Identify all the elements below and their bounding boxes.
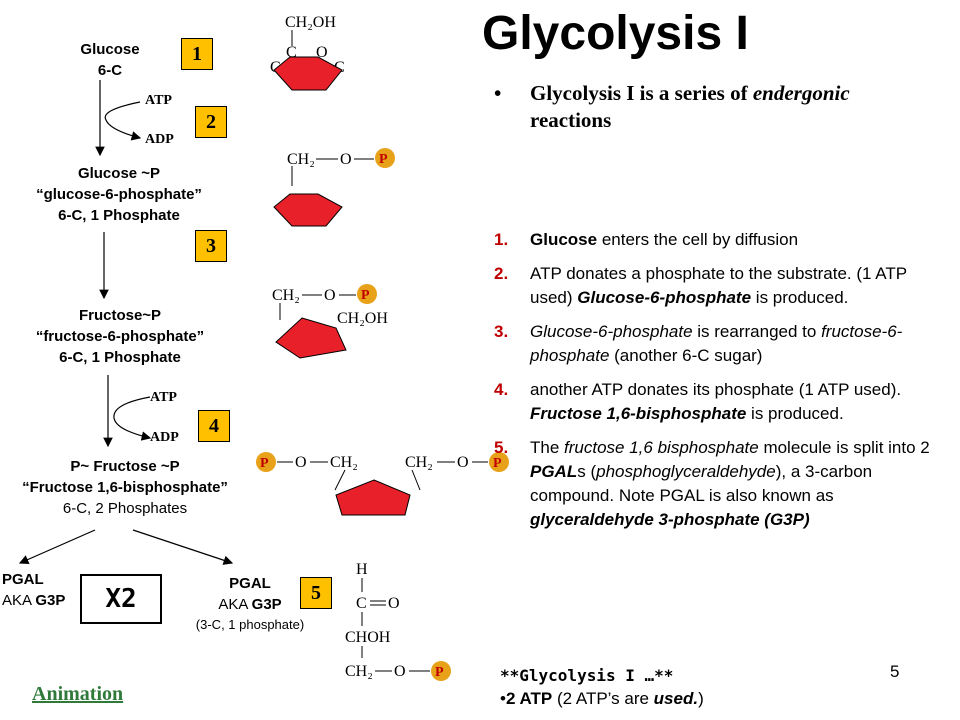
atp-adp-curve-2 — [113, 396, 152, 441]
svg-text:O: O — [324, 287, 336, 304]
list-item-text: The fructose 1,6 bisphosphate molecule i… — [530, 438, 930, 529]
list-item-number: 5. — [494, 438, 509, 457]
pgal-right-desc: (3-C, 1 phosphate) — [195, 617, 305, 632]
f16bp-desc: 6-C, 2 Phosphates — [62, 500, 188, 517]
step-4-badge: 4 — [198, 410, 230, 442]
svg-text:O: O — [457, 454, 469, 471]
x2-box: X2 — [80, 574, 162, 624]
pgal-right-aka: AKA — [218, 596, 252, 613]
svg-text:CH₂: CH₂ — [345, 663, 373, 680]
list-item-text: another ATP donates its phosphate (1 ATP… — [530, 380, 902, 423]
pgal-molecule: H C O CHOH CH₂ O P — [345, 561, 451, 681]
intro-emph: endergonic — [752, 81, 850, 105]
step-2-badge: 2 — [195, 106, 227, 138]
adp-label-2: ADP — [150, 430, 179, 445]
svg-text:P: P — [379, 152, 388, 167]
f16bp-name: P~ Fructose ~P — [70, 458, 180, 475]
glucose-name: Glucose — [80, 41, 140, 58]
svg-text:O: O — [388, 595, 400, 612]
g6p-molecule: CH₂ O P — [273, 148, 395, 227]
svg-text:CH₂: CH₂ — [287, 151, 315, 168]
svg-text:C: C — [270, 59, 281, 76]
svg-text:P: P — [361, 288, 370, 303]
intro-prefix: Glycolysis I is a series of — [530, 81, 753, 105]
svg-text:C: C — [286, 44, 297, 61]
svg-text:O: O — [295, 454, 307, 471]
g6p-quote: “glucose-6-phosphate” — [36, 186, 202, 203]
atp-adp-curve-1 — [104, 101, 142, 141]
svg-text:CH₂: CH₂ — [330, 454, 358, 471]
list-item-text: Glucose enters the cell by diffusion — [530, 230, 799, 249]
pgal-left-g3p: G3P — [35, 592, 66, 609]
step-3-badge: 3 — [195, 230, 227, 262]
svg-text:CH₂OH: CH₂OH — [285, 14, 336, 31]
svg-text:CH₂OH: CH₂OH — [337, 310, 388, 327]
svg-text:O: O — [340, 151, 352, 168]
adp-label-1: ADP — [145, 132, 174, 147]
intro-suffix: reactions — [530, 108, 612, 132]
atp-label-1: ATP — [145, 93, 172, 108]
f16bp-molecule: P O CH₂ CH₂ O P — [256, 452, 509, 516]
list-item: 2. ATP donates a phosphate to the substra… — [494, 262, 938, 310]
bullet-dot: • — [494, 81, 502, 105]
steps-list: 1. Glucose enters the cell by diffusion 2… — [494, 228, 938, 542]
list-item-number: 4. — [494, 380, 509, 399]
svg-text:C: C — [334, 59, 345, 76]
pgal-left-label: PGAL AKA G3P — [2, 569, 65, 611]
list-item: 5. The fructose 1,6 bisphosphate molecule… — [494, 436, 938, 532]
g6p-name: Glucose ~P — [77, 165, 161, 182]
arrow-split-left — [18, 529, 96, 565]
slide-title: Glycolysis I — [482, 7, 749, 60]
f6p-name: Fructose~P — [78, 307, 162, 324]
summary-heading: **Glycolysis I …** — [500, 666, 674, 685]
pgal-right-g3p: G3P — [251, 596, 282, 613]
step-5-badge: 5 — [300, 577, 332, 609]
f6p-quote: “fructose-6-phosphate” — [35, 328, 205, 345]
list-item-text: Glucose-6-phosphate is rearranged to fru… — [530, 322, 903, 365]
atp-label-2: ATP — [150, 390, 177, 405]
f6p-desc: 6-C, 1 Phosphate — [59, 349, 181, 366]
glucose-label: Glucose 6-C — [60, 39, 160, 81]
list-item-number: 1. — [494, 230, 509, 249]
glucose-molecule: CH₂OH C C C O — [270, 14, 345, 91]
pgal-right-label: PGAL AKA G3P (3-C, 1 phosphate) — [170, 573, 330, 635]
arrow-split-right — [132, 529, 234, 565]
svg-text:CH₂: CH₂ — [272, 287, 300, 304]
list-item-text: ATP donates a phosphate to the substrate… — [530, 264, 907, 307]
f6p-label: Fructose~P “fructose-6-phosphate” 6-C, 1… — [10, 305, 230, 368]
svg-text:P: P — [260, 456, 269, 471]
pgal-right-name: PGAL — [229, 575, 271, 592]
pgal-left-aka: AKA — [2, 592, 36, 609]
g6p-desc: 6-C, 1 Phosphate — [58, 207, 180, 224]
summary-box: **Glycolysis I …** •2 ATP (2 ATP’s are u… — [500, 664, 800, 710]
f16bp-quote: “Fructose 1,6-bisphosphate” — [22, 479, 228, 496]
svg-text:C: C — [356, 595, 367, 612]
intro-bullet: • Glycolysis I is a series of endergonic… — [494, 80, 934, 134]
summary-line: •2 ATP (2 ATP’s are used.) — [500, 689, 704, 708]
svg-text:P: P — [493, 456, 502, 471]
list-item-number: 2. — [494, 264, 509, 283]
list-item: 3. Glucose-6-phosphate is rearranged to f… — [494, 320, 938, 368]
list-item: 1. Glucose enters the cell by diffusion — [494, 228, 938, 252]
animation-link[interactable]: Animation — [32, 683, 124, 705]
svg-text:CHOH: CHOH — [345, 629, 391, 646]
f16bp-label: P~ Fructose ~P “Fructose 1,6-bisphosphat… — [0, 456, 250, 519]
svg-text:O: O — [316, 44, 328, 61]
f6p-molecule: CH₂ O P CH₂OH — [272, 284, 388, 359]
step-1-badge: 1 — [181, 38, 213, 70]
svg-text:P: P — [435, 665, 444, 680]
g6p-label: Glucose ~P “glucose-6-phosphate” 6-C, 1 … — [14, 163, 224, 226]
pgal-left-name: PGAL — [2, 571, 44, 588]
svg-text:O: O — [394, 663, 406, 680]
page-number: 5 — [890, 662, 900, 681]
list-item-number: 3. — [494, 322, 509, 341]
glucose-carbons: 6-C — [97, 62, 123, 79]
list-item: 4. another ATP donates its phosphate (1 A… — [494, 378, 938, 426]
svg-text:CH₂: CH₂ — [405, 454, 433, 471]
svg-text:H: H — [356, 561, 368, 578]
